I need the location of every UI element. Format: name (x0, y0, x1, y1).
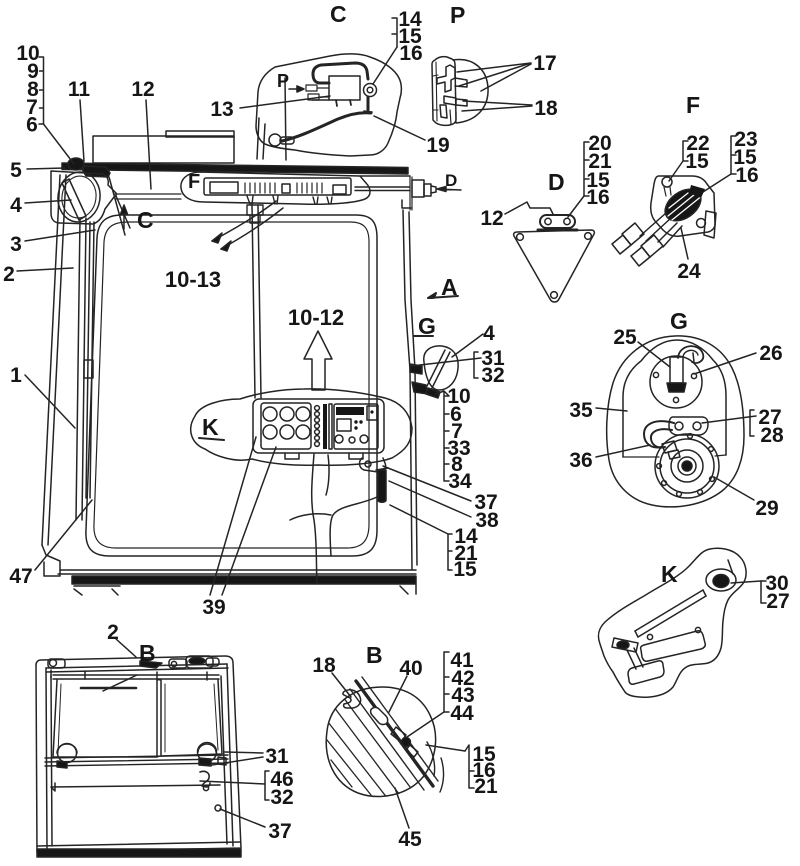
svg-text:6: 6 (450, 403, 462, 426)
svg-text:2: 2 (107, 621, 119, 644)
svg-text:46: 46 (270, 768, 293, 791)
svg-text:40: 40 (399, 657, 422, 680)
svg-text:G: G (670, 308, 688, 334)
svg-text:13: 13 (210, 98, 233, 121)
svg-text:16: 16 (735, 164, 758, 187)
svg-text:12: 12 (131, 78, 154, 101)
svg-text:47: 47 (9, 565, 32, 588)
svg-text:15: 15 (685, 150, 709, 173)
svg-text:6: 6 (26, 114, 38, 137)
svg-text:25: 25 (613, 326, 637, 349)
svg-text:31: 31 (265, 745, 289, 768)
svg-text:15: 15 (398, 25, 422, 48)
svg-text:21: 21 (588, 150, 612, 173)
svg-text:C: C (330, 1, 347, 27)
svg-text:19: 19 (426, 134, 449, 157)
svg-text:27: 27 (758, 406, 781, 429)
svg-text:12: 12 (480, 207, 503, 230)
svg-text:7: 7 (26, 96, 38, 119)
svg-text:16: 16 (472, 759, 495, 782)
svg-text:15: 15 (472, 743, 496, 766)
svg-text:9: 9 (27, 60, 39, 83)
svg-text:D: D (445, 171, 457, 190)
svg-text:42: 42 (451, 667, 474, 690)
svg-text:37: 37 (268, 820, 291, 843)
svg-text:36: 36 (569, 449, 592, 472)
svg-text:3: 3 (10, 233, 22, 256)
svg-text:15: 15 (586, 169, 610, 192)
svg-text:7: 7 (451, 420, 463, 443)
svg-text:15: 15 (733, 146, 757, 169)
svg-text:10: 10 (447, 385, 470, 408)
svg-text:2: 2 (3, 263, 15, 286)
svg-text:4: 4 (10, 194, 22, 217)
svg-text:10: 10 (16, 42, 39, 65)
svg-text:F: F (188, 171, 200, 193)
svg-text:14: 14 (454, 525, 478, 548)
svg-text:B: B (139, 640, 156, 666)
svg-text:G: G (418, 313, 436, 339)
svg-text:P: P (450, 2, 465, 28)
svg-text:29: 29 (755, 497, 778, 520)
svg-text:33: 33 (447, 437, 470, 460)
svg-text:21: 21 (454, 542, 478, 565)
svg-text:17: 17 (533, 52, 556, 75)
svg-text:20: 20 (588, 132, 611, 155)
svg-text:11: 11 (68, 78, 91, 101)
svg-text:A: A (441, 274, 458, 300)
svg-text:5: 5 (10, 159, 22, 182)
svg-text:44: 44 (450, 702, 474, 725)
svg-text:16: 16 (586, 186, 609, 209)
svg-text:39: 39 (202, 596, 225, 619)
svg-text:21: 21 (474, 775, 498, 798)
svg-text:16: 16 (399, 42, 422, 65)
svg-text:10-12: 10-12 (288, 305, 344, 330)
svg-text:26: 26 (759, 342, 782, 365)
svg-text:8: 8 (451, 453, 463, 476)
svg-text:35: 35 (569, 399, 593, 422)
svg-text:8: 8 (27, 78, 39, 101)
svg-text:43: 43 (451, 684, 474, 707)
svg-text:14: 14 (398, 8, 422, 31)
svg-text:24: 24 (677, 260, 701, 283)
svg-text:34: 34 (448, 470, 472, 493)
svg-text:41: 41 (450, 649, 474, 672)
svg-text:27: 27 (766, 590, 789, 613)
svg-text:32: 32 (270, 786, 293, 809)
svg-text:15: 15 (453, 558, 477, 581)
svg-text:18: 18 (312, 654, 336, 677)
svg-text:22: 22 (686, 132, 709, 155)
svg-text:23: 23 (734, 128, 757, 151)
svg-text:B: B (366, 642, 383, 668)
svg-text:37: 37 (474, 491, 497, 514)
svg-text:10-13: 10-13 (165, 267, 221, 292)
svg-text:K: K (202, 414, 219, 440)
svg-text:P: P (277, 71, 289, 91)
svg-text:31: 31 (481, 347, 505, 370)
svg-text:45: 45 (398, 828, 422, 851)
svg-text:18: 18 (534, 97, 558, 120)
svg-text:28: 28 (760, 424, 784, 447)
svg-text:4: 4 (483, 322, 495, 345)
svg-text:1: 1 (10, 364, 22, 387)
svg-text:F: F (686, 92, 700, 118)
svg-text:38: 38 (475, 509, 499, 532)
svg-text:D: D (548, 169, 565, 195)
svg-text:C: C (137, 207, 154, 233)
svg-text:K: K (661, 561, 678, 587)
svg-text:30: 30 (765, 572, 788, 595)
svg-text:32: 32 (481, 364, 504, 387)
